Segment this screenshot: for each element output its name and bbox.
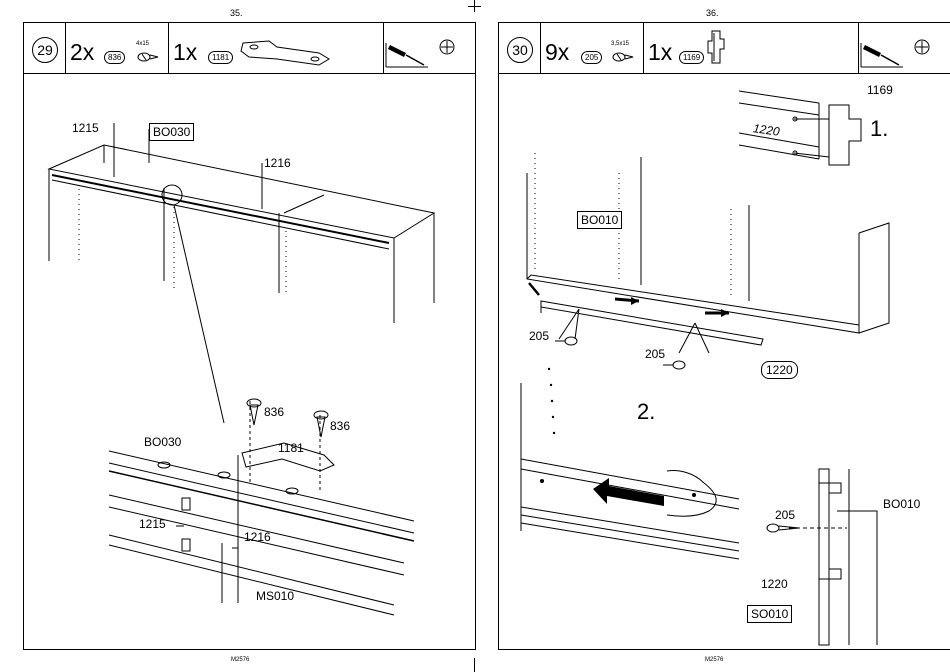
step-29-panel: 29 2x 836 4x15 1x 1181 — [23, 22, 476, 650]
crop-mark-bottom — [474, 658, 475, 672]
label-ms010: MS010 — [256, 589, 294, 603]
label-bo030-top: BO030 — [149, 123, 194, 141]
label-1181: 1181 — [278, 441, 304, 455]
label-1215-detail: 1215 — [139, 517, 166, 531]
footer-code-left: M2576 — [231, 657, 249, 663]
step-29-drawing — [24, 23, 477, 651]
label-1216-detail: 1216 — [244, 530, 271, 544]
page-number-right: 36. — [706, 8, 719, 18]
step-30-panel: 30 9x 205 3,5x15 1x 1169 — [498, 22, 950, 650]
label-1220-box: 1220 — [761, 361, 798, 379]
page-number-left: 35. — [230, 8, 243, 18]
substep-1: 1. — [870, 116, 888, 142]
label-bo010-section: BO010 — [883, 497, 920, 511]
label-205-a: 205 — [529, 329, 549, 343]
label-1169: 1169 — [867, 83, 893, 97]
label-1220-section: 1220 — [761, 577, 788, 591]
label-836-a: 836 — [264, 405, 284, 419]
substep-2: 2. — [637, 399, 655, 425]
label-836-b: 836 — [330, 419, 350, 433]
footer-code-right: M2576 — [705, 657, 723, 663]
label-so010: SO010 — [747, 605, 792, 623]
label-1215-top: 1215 — [72, 121, 99, 135]
label-bo010: BO010 — [577, 211, 622, 229]
label-205-section: 205 — [775, 508, 795, 522]
label-bo030-detail: BO030 — [144, 435, 181, 449]
label-1216-top: 1216 — [264, 156, 291, 170]
crop-mark-top-h — [468, 6, 481, 7]
label-205-b: 205 — [645, 347, 665, 361]
